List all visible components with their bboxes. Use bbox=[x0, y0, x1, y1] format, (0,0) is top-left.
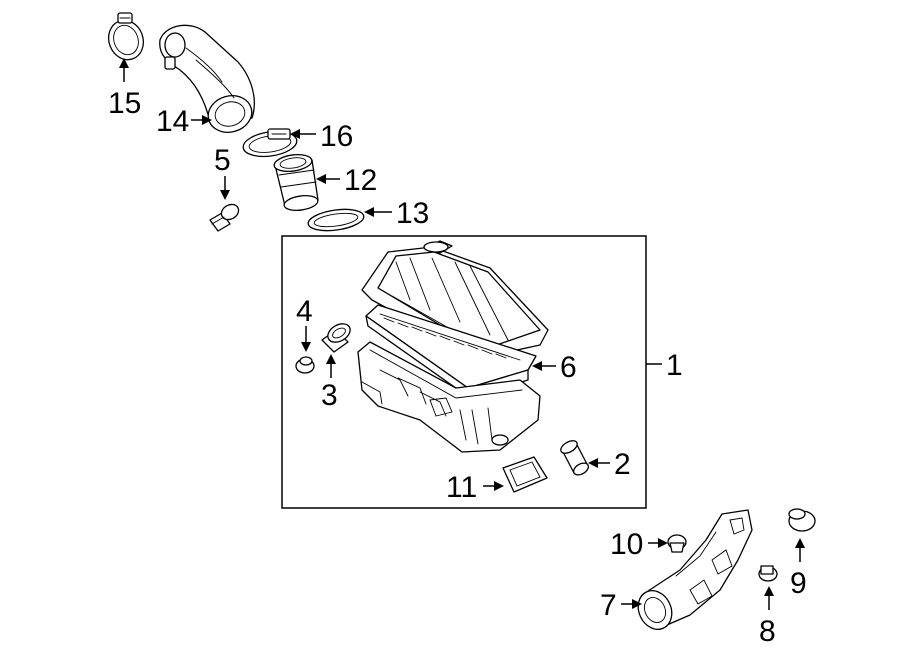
leader-8 bbox=[764, 586, 774, 610]
part-4-grommet[interactable] bbox=[295, 356, 315, 374]
part-5-fastener[interactable] bbox=[209, 201, 241, 232]
part-12-adapter[interactable] bbox=[273, 152, 319, 212]
callout-12: 12 bbox=[344, 164, 377, 197]
part-11-gasket[interactable] bbox=[502, 456, 548, 493]
leader-4 bbox=[301, 326, 311, 352]
leader-6 bbox=[532, 361, 556, 371]
part-13-seal[interactable] bbox=[307, 206, 365, 234]
leader-3 bbox=[326, 354, 336, 378]
callout-1: 1 bbox=[666, 349, 683, 382]
leader-12 bbox=[316, 174, 340, 184]
callout-6: 6 bbox=[560, 351, 577, 384]
callout-10: 10 bbox=[610, 528, 643, 561]
callout-16: 16 bbox=[320, 120, 353, 153]
callout-4: 4 bbox=[296, 295, 313, 328]
callout-14: 14 bbox=[156, 105, 189, 138]
part-air-cleaner-housing[interactable] bbox=[357, 341, 541, 453]
callout-13: 13 bbox=[396, 197, 429, 230]
leader-7 bbox=[621, 599, 642, 609]
callout-5: 5 bbox=[214, 144, 231, 177]
leader-10 bbox=[648, 538, 668, 548]
leader-16 bbox=[290, 129, 316, 139]
callout-2: 2 bbox=[614, 448, 631, 481]
callout-7: 7 bbox=[600, 589, 617, 622]
part-16-clamp[interactable] bbox=[242, 128, 299, 159]
part-6-filter[interactable] bbox=[365, 304, 537, 399]
part-2-sleeve[interactable] bbox=[559, 438, 591, 477]
callout-9: 9 bbox=[790, 567, 807, 600]
leader-15 bbox=[119, 58, 129, 82]
callout-15: 15 bbox=[108, 87, 141, 120]
leader-14 bbox=[191, 115, 212, 125]
part-10-clip[interactable] bbox=[667, 534, 687, 553]
callout-11: 11 bbox=[446, 471, 477, 504]
leader-9 bbox=[795, 538, 805, 562]
callout-8: 8 bbox=[759, 615, 776, 648]
part-7-air-duct[interactable] bbox=[632, 509, 753, 635]
callout-3: 3 bbox=[321, 379, 338, 412]
leader-13 bbox=[364, 207, 392, 217]
leader-11 bbox=[483, 481, 504, 491]
part-3-grommet[interactable] bbox=[321, 320, 353, 353]
leader-5 bbox=[220, 176, 230, 200]
leader-2 bbox=[588, 458, 610, 468]
assembly-frame bbox=[281, 235, 647, 509]
part-air-cleaner-lid[interactable] bbox=[361, 240, 549, 359]
part-15-clamp[interactable] bbox=[103, 12, 149, 65]
part-8-bolt[interactable] bbox=[758, 565, 778, 582]
part-9-mount[interactable] bbox=[788, 508, 816, 532]
